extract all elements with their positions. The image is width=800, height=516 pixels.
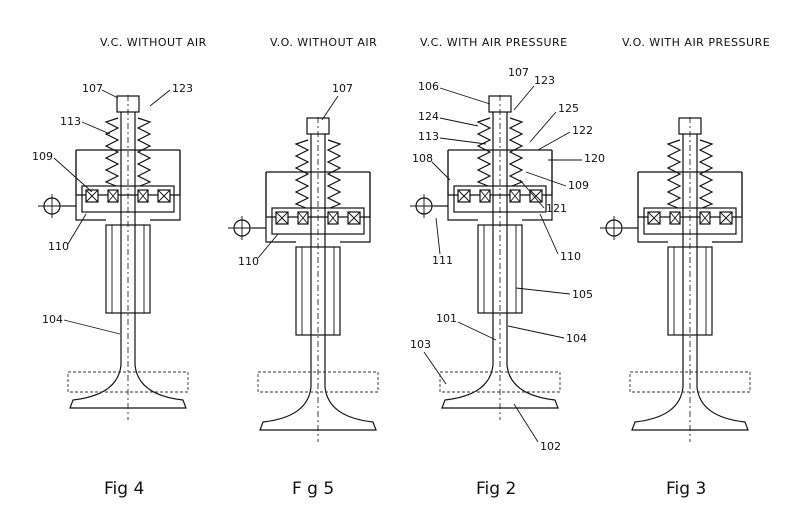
valve-cap <box>116 95 140 113</box>
valve-seat <box>257 371 379 393</box>
label-104: 104 <box>566 332 587 345</box>
label-107: 107 <box>332 82 353 95</box>
label-110: 110 <box>560 250 581 263</box>
label-113: 113 <box>418 130 439 143</box>
label-101: 101 <box>436 312 457 325</box>
label-110: 110 <box>238 255 259 268</box>
label-107: 107 <box>508 66 529 79</box>
figure-3-caption: Fig 3 <box>666 479 706 499</box>
label-123: 123 <box>534 74 555 87</box>
label-111: 111 <box>432 254 453 267</box>
label-102: 102 <box>540 440 561 453</box>
label-108: 108 <box>412 152 433 165</box>
valve-seat <box>629 371 751 393</box>
label-103: 103 <box>410 338 431 351</box>
figure-4: V.C. WITHOUT AIR 107 123 113 109 110 104… <box>32 36 207 499</box>
label-107: 107 <box>82 82 103 95</box>
label-122: 122 <box>572 124 593 137</box>
figure-4-title: V.C. WITHOUT AIR <box>100 36 207 49</box>
figure-4-caption: Fig 4 <box>104 479 144 499</box>
label-125: 125 <box>558 102 579 115</box>
label-124: 124 <box>418 110 439 123</box>
label-104: 104 <box>42 313 63 326</box>
label-113: 113 <box>60 115 81 128</box>
figure-2: V.C. WITH AIR PRESSURE 107 106 123 125 1… <box>409 36 605 499</box>
figure-2-title: V.C. WITH AIR PRESSURE <box>420 36 568 49</box>
figure-5-caption: F g 5 <box>292 479 334 499</box>
label-109: 109 <box>568 179 589 192</box>
label-110: 110 <box>48 240 69 253</box>
label-123: 123 <box>172 82 193 95</box>
label-109: 109 <box>32 150 53 163</box>
figure-3: V.O. WITH AIR PRESSURE Fig 3 <box>599 36 770 499</box>
label-105: 105 <box>572 288 593 301</box>
label-120: 120 <box>584 152 605 165</box>
label-121: 121 <box>546 202 567 215</box>
figure-2-caption: Fig 2 <box>476 479 516 499</box>
figure-5-title: V.O. WITHOUT AIR <box>270 36 377 49</box>
figure-5: V.O. WITHOUT AIR 107 110 F g 5 <box>227 36 379 499</box>
valve-seat <box>67 371 189 393</box>
label-106: 106 <box>418 80 439 93</box>
figure-3-title: V.O. WITH AIR PRESSURE <box>622 36 770 49</box>
valve-seat <box>439 371 561 393</box>
